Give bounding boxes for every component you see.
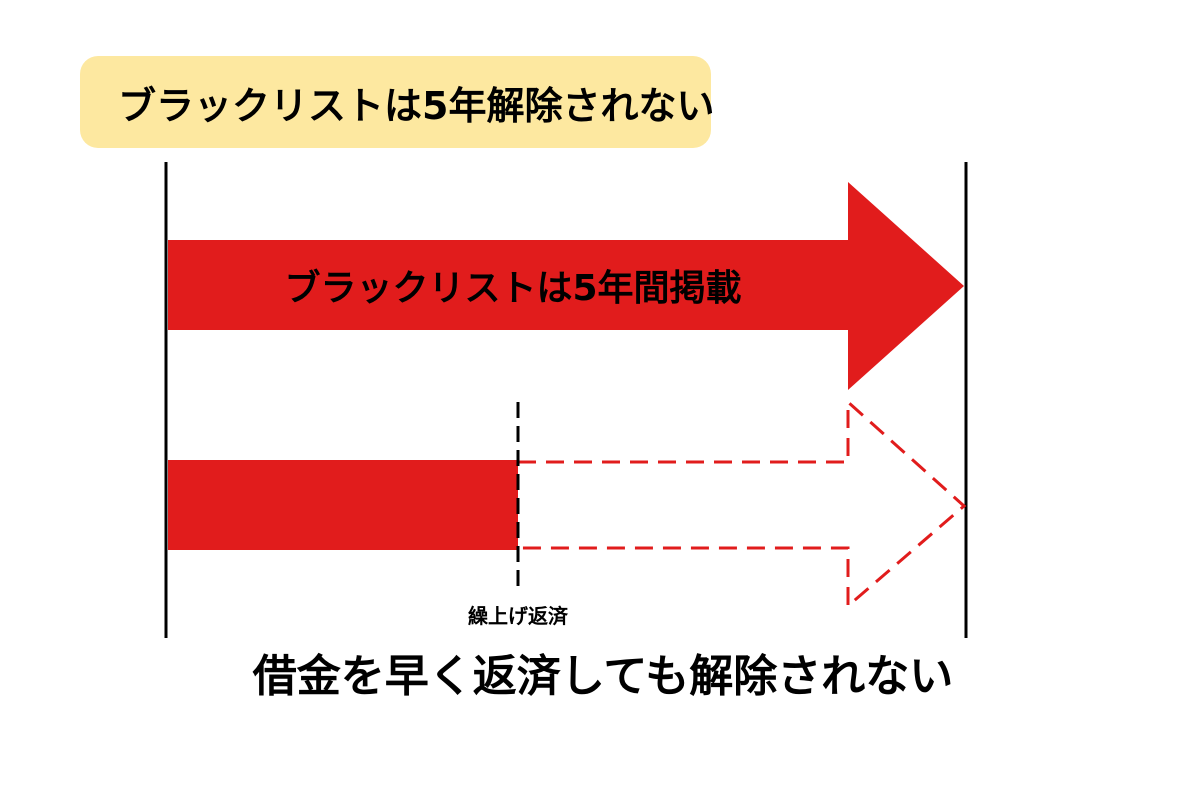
- bottom-caption: 借金を早く返済しても解除されない: [252, 651, 954, 702]
- title-banner: ブラックリストは5年解除されない: [80, 56, 715, 148]
- five-year-listing-arrow: [168, 182, 964, 390]
- arrow-label: ブラックリストは5年間掲載: [284, 268, 742, 309]
- repaid-period-bar: [168, 460, 518, 550]
- page-title: ブラックリストは5年解除されない: [118, 83, 715, 128]
- remaining-period-dashed-arrow: [518, 398, 967, 610]
- early-repayment-label: 繰上げ返済: [468, 604, 568, 628]
